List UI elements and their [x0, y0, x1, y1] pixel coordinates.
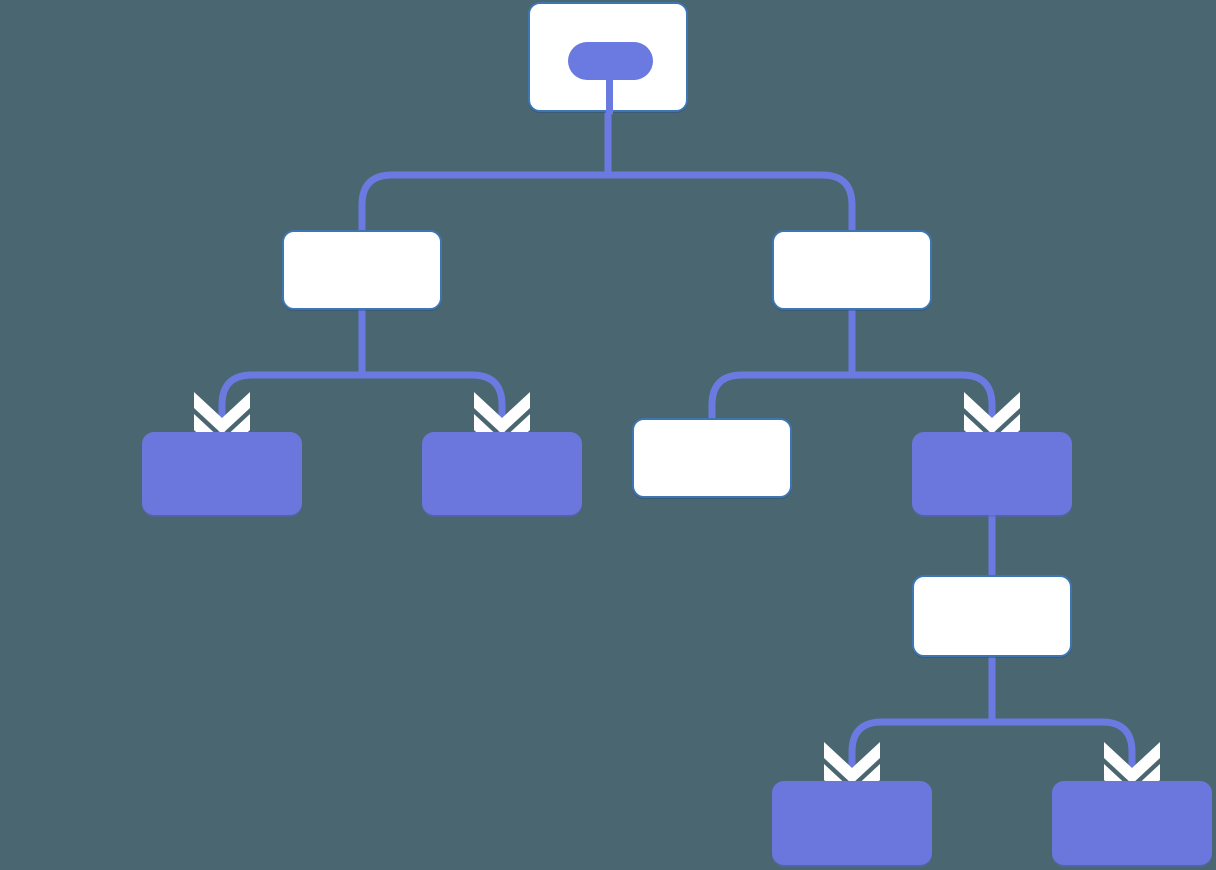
node-leaf-4[interactable] — [1052, 781, 1212, 865]
edge-n2-n5 — [362, 371, 506, 440]
edge-n2-n4 — [218, 371, 362, 440]
node-branch-purple[interactable] — [912, 432, 1072, 515]
root-pill-shape — [568, 42, 653, 80]
node-root[interactable] — [528, 2, 688, 114]
node-leaf-3[interactable] — [772, 781, 932, 865]
node-leaf-2[interactable] — [422, 432, 582, 515]
edge-n1-n3 — [608, 171, 856, 232]
edge-n1-n2 — [358, 171, 608, 232]
root-pill-stem — [606, 76, 613, 114]
edge-n3-n7 — [852, 371, 996, 440]
node-terminal-white[interactable] — [632, 418, 792, 498]
edge-n8-n9 — [848, 718, 992, 790]
node-subbranch[interactable] — [912, 575, 1072, 657]
node-leaf-1[interactable] — [142, 432, 302, 515]
node-branch-left[interactable] — [282, 230, 442, 310]
node-branch-right[interactable] — [772, 230, 932, 310]
edge-n3-n6 — [708, 371, 852, 424]
edge-n8-n10 — [992, 718, 1136, 790]
